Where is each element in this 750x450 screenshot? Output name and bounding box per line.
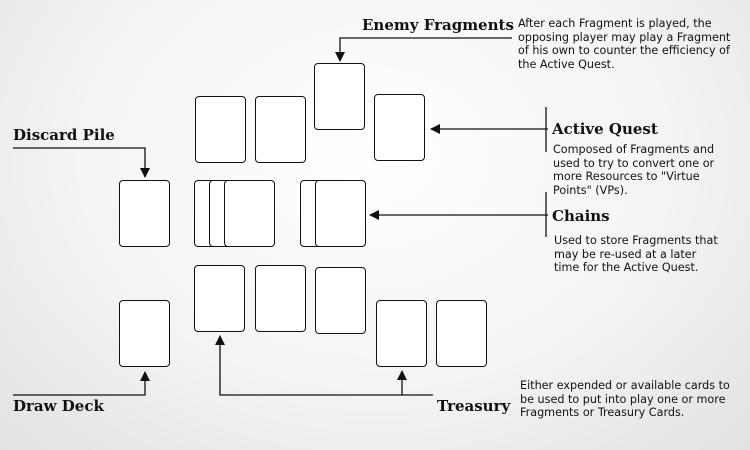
chain-card-stack-1c	[224, 180, 275, 247]
card-row3-3	[315, 267, 366, 334]
treasury-card-1	[376, 300, 427, 367]
chains-description: Used to store Fragments that may be re-u…	[554, 234, 718, 275]
enemy-fragment-card	[314, 63, 365, 130]
treasury-title: Treasury	[437, 397, 511, 415]
active-quest-card	[374, 94, 425, 161]
active-quest-description: Composed of Fragments and used to try to…	[553, 143, 715, 197]
card-row1-2	[255, 96, 306, 163]
discard-pile-connector	[13, 147, 150, 178]
draw-deck-connector	[13, 371, 150, 396]
treasury-connector	[215, 335, 433, 396]
enemy-fragments-description: After each Fragment is played, the oppos…	[518, 17, 731, 71]
card-row3-2	[255, 265, 306, 332]
discard-pile-card	[119, 180, 170, 247]
draw-deck-card	[119, 300, 170, 367]
draw-deck-title: Draw Deck	[13, 397, 104, 415]
enemy-fragments-title: Enemy Fragments	[362, 16, 514, 34]
card-row1-1	[195, 96, 246, 163]
card-row3-1	[194, 265, 245, 332]
enemy-fragments-connector	[335, 37, 512, 62]
treasury-description: Either expended or available cards to be…	[520, 379, 730, 420]
active-quest-title: Active Quest	[552, 120, 658, 138]
chain-card-stack-2b	[315, 180, 366, 247]
treasury-card-2	[436, 300, 487, 367]
discard-pile-title: Discard Pile	[13, 126, 115, 144]
chains-title: Chains	[552, 207, 610, 225]
